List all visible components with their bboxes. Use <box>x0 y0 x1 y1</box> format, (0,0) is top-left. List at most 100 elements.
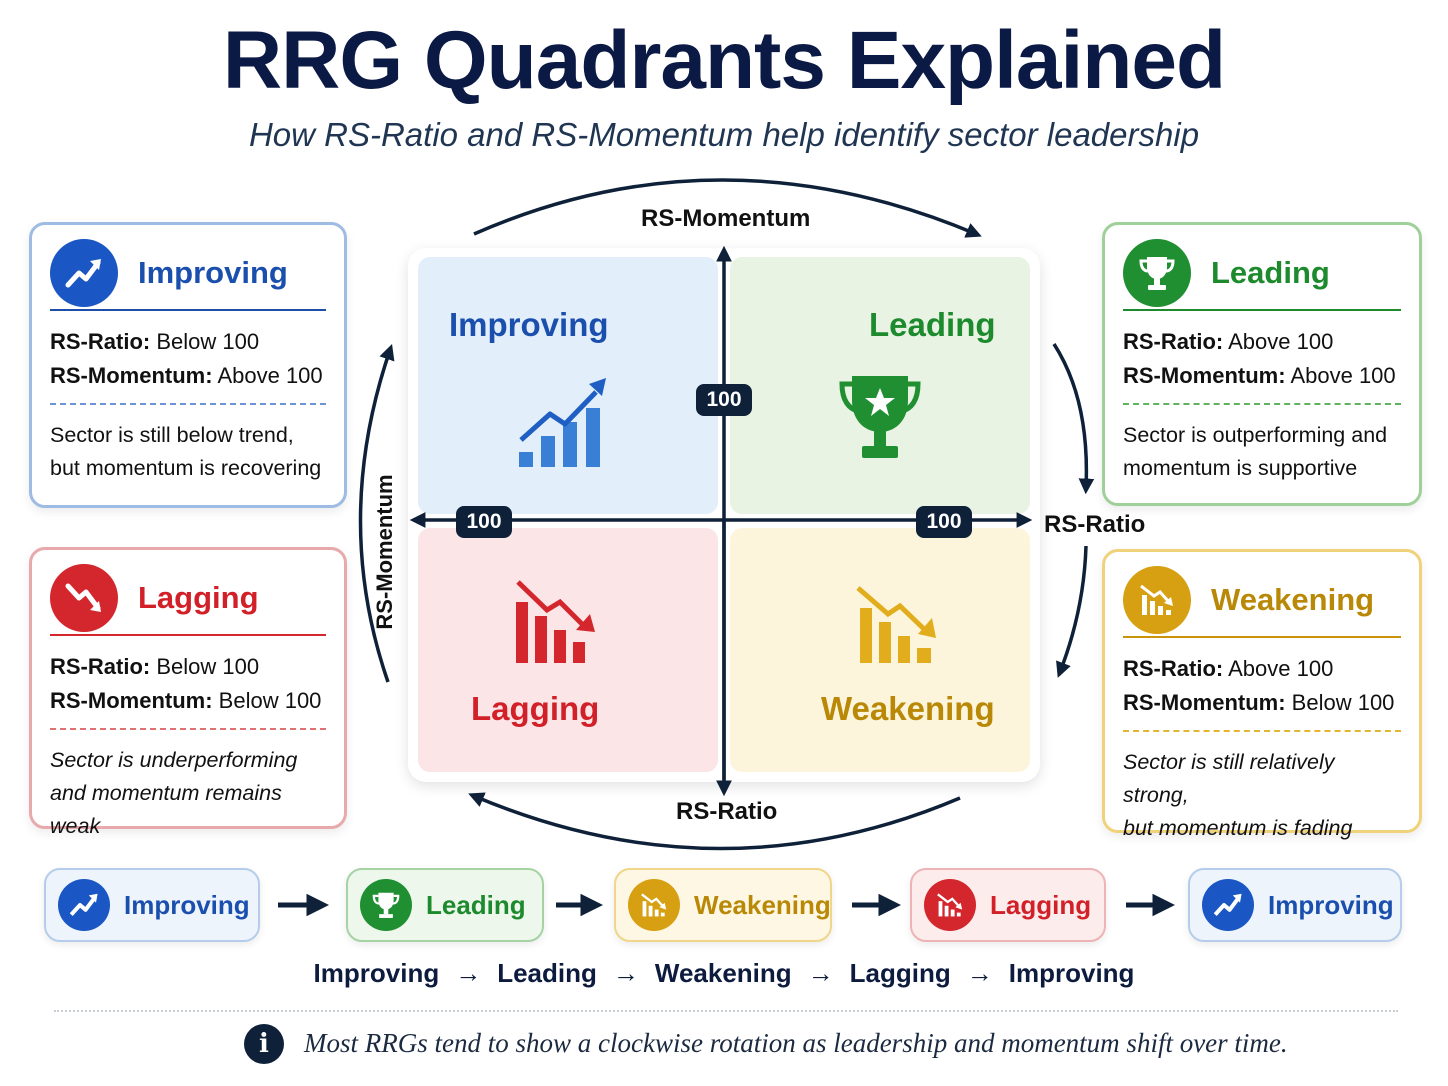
sequence-item: Lagging <box>849 958 951 988</box>
ratio-label: RS-Ratio: <box>1123 656 1224 681</box>
cycle-sequence: Improving→Leading→Weakening→Lagging→Impr… <box>0 958 1448 989</box>
desc-line: momentum is supportive <box>1123 456 1358 480</box>
flow-step-improving-repeat: Improving <box>1188 868 1402 942</box>
momentum-value: Above 100 <box>217 363 323 388</box>
trending-up-icon <box>50 239 118 307</box>
card-weakening-title: Weakening <box>1211 582 1375 617</box>
bar-chart-down-icon <box>1123 566 1191 634</box>
sequence-item: Weakening <box>654 958 792 988</box>
card-leading-desc: Sector is outperforming and momentum is … <box>1123 405 1401 495</box>
footer-divider <box>54 1010 1398 1012</box>
flow-step-label: Lagging <box>990 889 1092 920</box>
rotation-arrow-right-lower <box>1056 545 1088 678</box>
flow-step-weakening: Weakening <box>614 868 832 942</box>
lagging-chart-icon <box>516 580 595 663</box>
card-weakening-desc: Sector is still relatively strong, but m… <box>1123 732 1401 855</box>
sequence-arrow: → <box>612 958 639 988</box>
momentum-label: RS-Momentum: <box>50 363 213 388</box>
quadrant-lagging <box>418 528 718 772</box>
desc-line: Sector is outperforming and <box>1123 423 1388 447</box>
rotation-arrow-right-upper <box>1052 343 1095 495</box>
axis-label-top: RS-Momentum <box>641 205 811 232</box>
trending-down-icon <box>50 564 118 632</box>
flow-step-label: Leading <box>426 889 526 920</box>
card-improving-header: Improving <box>50 237 326 311</box>
momentum-label: RS-Momentum: <box>1123 690 1286 715</box>
ratio-label: RS-Ratio: <box>50 329 151 354</box>
flow-step-label: Weakening <box>694 889 831 920</box>
card-lagging-attrs: RS-Ratio: Below 100 RS-Momentum: Below 1… <box>50 636 326 730</box>
card-lagging-header: Lagging <box>50 562 326 636</box>
footer-note: Most RRGs tend to show a clockwise rotat… <box>304 1028 1288 1058</box>
card-improving-title: Improving <box>138 255 288 290</box>
card-lagging: Lagging RS-Ratio: Below 100 RS-Momentum:… <box>29 547 347 838</box>
ratio-value: Below 100 <box>156 654 260 679</box>
axis-label-left: RS-Momentum <box>372 474 397 630</box>
card-improving: Improving RS-Ratio: Below 100 RS-Momentu… <box>29 222 347 508</box>
quadrant-improving <box>418 257 718 514</box>
ratio-label: RS-Ratio: <box>1123 329 1224 354</box>
info-icon: i <box>244 1024 284 1064</box>
card-improving-desc: Sector is still below trend, but momentu… <box>50 405 326 495</box>
axis-value-left: 100 <box>456 506 512 538</box>
card-leading-attrs: RS-Ratio: Above 100 RS-Momentum: Above 1… <box>1123 311 1401 405</box>
card-improving-attrs: RS-Ratio: Below 100 RS-Momentum: Above 1… <box>50 311 326 405</box>
momentum-label: RS-Momentum: <box>1123 363 1286 388</box>
card-weakening: Weakening RS-Ratio: Above 100 RS-Momentu… <box>1102 549 1422 840</box>
ratio-value: Above 100 <box>1228 329 1334 354</box>
desc-line: Sector is still relatively strong, <box>1123 750 1335 807</box>
momentum-label: RS-Momentum: <box>50 688 213 713</box>
desc-line: and momentum remains weak <box>50 781 282 838</box>
desc-line: Sector is underperforming <box>50 748 298 772</box>
quadrant-improving-label: Improving <box>449 306 609 343</box>
bar-chart-down-icon <box>924 879 976 931</box>
desc-line: but momentum is fading <box>1123 816 1353 840</box>
flow-step-improving: Improving <box>44 868 260 942</box>
ratio-value: Below 100 <box>156 329 260 354</box>
sequence-item: Improving <box>1008 958 1135 988</box>
axis-value-top: 100 <box>696 384 752 416</box>
axis-value-right: 100 <box>916 506 972 538</box>
sequence-arrow: → <box>455 958 482 988</box>
card-lagging-desc: Sector is underperforming and momentum r… <box>50 730 326 853</box>
desc-line: but momentum is recovering <box>50 456 322 480</box>
quadrant-weakening-label: Weakening <box>821 690 995 727</box>
trending-up-icon <box>58 879 110 931</box>
card-lagging-title: Lagging <box>138 580 259 615</box>
leading-trophy-icon <box>839 376 921 458</box>
sequence-arrow: → <box>966 958 993 988</box>
ratio-value: Above 100 <box>1228 656 1334 681</box>
trending-up-icon <box>1202 879 1254 931</box>
card-weakening-header: Weakening <box>1123 564 1401 638</box>
trophy-icon <box>360 879 412 931</box>
momentum-value: Below 100 <box>1291 690 1395 715</box>
desc-line: Sector is still below trend, <box>50 423 294 447</box>
momentum-value: Below 100 <box>218 688 322 713</box>
quadrant-lagging-label: Lagging <box>471 690 600 727</box>
flow-step-lagging: Lagging <box>910 868 1106 942</box>
ratio-label: RS-Ratio: <box>50 654 151 679</box>
trophy-icon <box>1123 239 1191 307</box>
bar-chart-down-icon <box>628 879 680 931</box>
rotation-arrow-top <box>473 178 982 238</box>
flow-step-label: Improving <box>124 889 250 920</box>
page-subtitle: How RS-Ratio and RS-Momentum help identi… <box>248 116 1200 153</box>
rotation-arrow-left <box>358 344 395 683</box>
axis-label-right: RS-Ratio <box>1044 511 1146 538</box>
sequence-item: Improving <box>313 958 440 988</box>
quadrant-leading-label: Leading <box>869 306 996 343</box>
weakening-chart-icon <box>856 586 936 663</box>
card-weakening-attrs: RS-Ratio: Above 100 RS-Momentum: Below 1… <box>1123 638 1401 732</box>
card-leading-title: Leading <box>1211 255 1330 290</box>
axis-label-bottom: RS-Ratio <box>676 798 778 825</box>
sequence-item: Leading <box>497 958 597 988</box>
card-leading-header: Leading <box>1123 237 1401 311</box>
improving-chart-icon <box>519 378 606 467</box>
page-title: RRG Quadrants Explained <box>222 15 1226 106</box>
flow-step-leading: Leading <box>346 868 544 942</box>
card-leading: Leading RS-Ratio: Above 100 RS-Momentum:… <box>1102 222 1422 506</box>
rotation-arrow-bottom <box>468 792 961 851</box>
momentum-value: Above 100 <box>1290 363 1396 388</box>
flow-step-label: Improving <box>1268 889 1394 920</box>
